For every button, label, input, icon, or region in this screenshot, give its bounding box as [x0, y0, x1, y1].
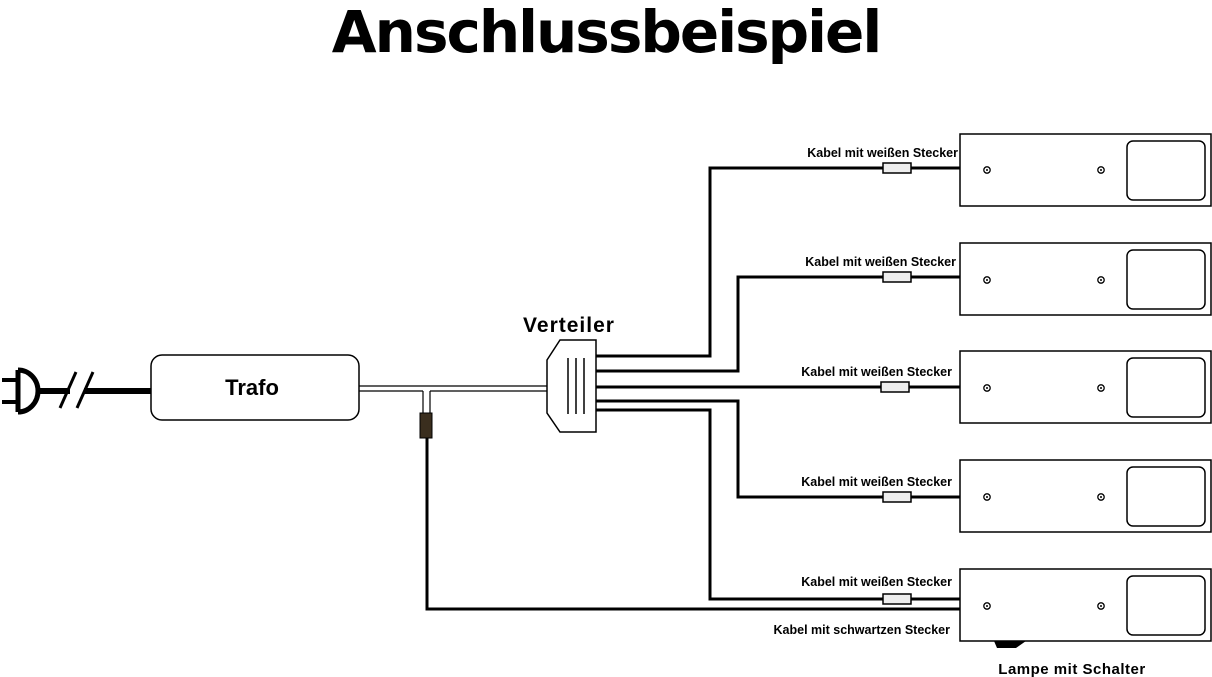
distributor-box: Verteiler [523, 314, 615, 433]
cable-label: Kabel mit weißen Stecker [807, 146, 958, 160]
lamp-with-switch [959, 568, 1212, 648]
distributor-cables [596, 166, 960, 601]
cable-label: Kabel mit weißen Stecker [805, 255, 956, 269]
white-connector-icon [880, 381, 910, 393]
cable-break-icon [58, 371, 95, 409]
white-connector-icon [882, 162, 912, 174]
lamp-with-switch-label: Lampe mit Schalter [998, 661, 1145, 677]
white-connector-icon [882, 593, 912, 605]
page-title: Anschlussbeispiel [331, 0, 882, 66]
black-connector-icon [419, 412, 433, 439]
lamp [959, 350, 1212, 424]
trafo-output-cable [359, 385, 547, 413]
lamp [959, 459, 1212, 533]
transformer-label: Trafo [225, 375, 279, 400]
lamp [959, 242, 1212, 316]
distributor-label: Verteiler [523, 314, 615, 337]
power-plug-icon [2, 367, 41, 415]
switch-icon [994, 641, 1026, 648]
black-cable [425, 438, 960, 611]
cable-label: Kabel mit weißen Stecker [801, 475, 952, 489]
transformer-box: Trafo [150, 354, 360, 421]
white-connector-icon [882, 491, 912, 503]
black-cable-label: Kabel mit schwartzen Stecker [774, 623, 951, 637]
lamp [959, 133, 1212, 207]
white-connector-icon [882, 271, 912, 283]
cable-label: Kabel mit weißen Stecker [801, 365, 952, 379]
white-connectors [880, 162, 912, 605]
cable-label: Kabel mit weißen Stecker [801, 575, 952, 589]
